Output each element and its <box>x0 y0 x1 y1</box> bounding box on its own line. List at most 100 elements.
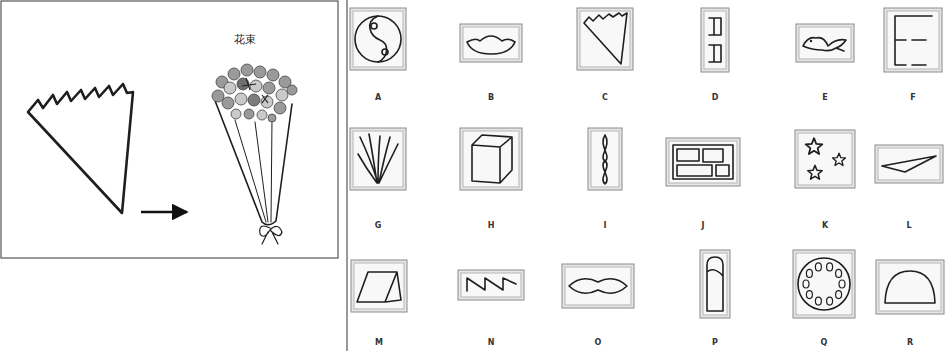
option-tile <box>808 165 822 179</box>
option-tile <box>577 8 633 70</box>
option-tile <box>458 270 524 300</box>
bouquet-drawing <box>257 110 267 120</box>
option-letter: O <box>595 339 602 347</box>
option-tile <box>815 263 821 271</box>
option-tile <box>704 11 726 69</box>
option-letter: I <box>604 222 607 230</box>
option-tile <box>354 263 404 309</box>
option-tile <box>876 260 944 314</box>
option-letter: P <box>712 339 718 347</box>
option-letter: H <box>488 222 495 230</box>
option-letter: N <box>488 339 495 347</box>
option-tile <box>793 250 855 318</box>
option-letter: C <box>602 94 608 102</box>
option-tile <box>353 131 403 187</box>
bouquet-drawing <box>287 85 297 95</box>
option-tile <box>884 8 942 72</box>
option-tile <box>885 271 935 303</box>
bouquet-drawing <box>267 69 279 81</box>
option-letter: G <box>375 222 382 230</box>
example-panel <box>141 211 187 213</box>
option-tile <box>798 133 852 185</box>
option-tile <box>827 297 833 305</box>
option-tile <box>562 264 634 308</box>
option-tile <box>463 131 519 187</box>
option-tile <box>836 291 842 299</box>
option-tile <box>701 8 729 72</box>
bouquet-drawing <box>250 80 262 92</box>
option-tile <box>806 291 812 299</box>
option-tile <box>803 263 845 305</box>
option-tile <box>795 130 855 188</box>
option-tile <box>673 145 733 179</box>
option-tile <box>580 11 630 67</box>
option-tile <box>795 130 855 188</box>
option-tile <box>371 23 377 29</box>
option-tile <box>677 149 699 161</box>
option-tile <box>803 280 809 288</box>
bouquet-drawing <box>224 82 236 94</box>
option-tile <box>803 38 846 51</box>
option-tile <box>884 8 942 72</box>
option-tile <box>353 11 403 67</box>
option-tile <box>669 141 737 183</box>
bouquet-drawing <box>274 102 286 114</box>
option-tile <box>875 145 943 183</box>
option-tile <box>463 27 519 59</box>
option-tile <box>882 156 936 172</box>
option-tile <box>584 13 627 64</box>
option-tile <box>700 250 730 318</box>
option-tile <box>577 8 633 70</box>
option-tile <box>666 138 740 186</box>
option-tile <box>677 165 712 176</box>
option-tile <box>796 24 854 62</box>
option-tile <box>701 8 729 72</box>
bouquet-drawing <box>212 64 297 244</box>
option-tile <box>382 49 388 55</box>
bouquet-drawing <box>228 68 240 80</box>
option-letter: R <box>907 339 913 347</box>
option-letter: E <box>822 94 827 102</box>
bouquet-drawing <box>214 98 292 225</box>
option-letter: F <box>910 94 915 102</box>
bouquet-drawing <box>260 226 282 244</box>
option-tile <box>350 8 406 70</box>
option-tile <box>460 24 522 62</box>
option-tile <box>815 297 821 305</box>
option-tile <box>707 257 723 311</box>
option-tile <box>796 24 854 62</box>
option-tile <box>793 250 855 318</box>
option-tile <box>467 36 515 54</box>
option-tile <box>351 260 407 312</box>
bouquet-drawing <box>235 120 272 222</box>
option-tile <box>357 272 401 302</box>
option-tile <box>798 258 850 310</box>
option-tile <box>350 8 406 70</box>
option-tile <box>460 128 522 190</box>
option-letter: M <box>375 339 383 347</box>
option-letter: D <box>712 94 719 102</box>
option-tile <box>875 145 943 183</box>
bouquet-drawing <box>212 64 297 122</box>
bouquet-drawing <box>254 66 266 78</box>
option-tile <box>703 253 727 315</box>
option-letter: L <box>906 222 911 230</box>
bouquet-drawing <box>248 94 260 106</box>
option-tile <box>666 138 740 186</box>
option-tile <box>895 16 932 65</box>
option-tile <box>716 165 729 176</box>
option-tile <box>569 279 627 293</box>
example-panel <box>1 1 338 258</box>
option-tile <box>460 24 522 62</box>
option-tile <box>703 149 723 162</box>
option-tile <box>460 128 522 190</box>
option-tile <box>796 253 852 315</box>
option-tile <box>562 264 634 308</box>
option-letter: B <box>488 94 494 102</box>
option-letter: A <box>375 94 381 102</box>
option-tile <box>879 263 941 311</box>
option-tile <box>810 40 812 42</box>
bouquet-drawing <box>268 114 276 122</box>
